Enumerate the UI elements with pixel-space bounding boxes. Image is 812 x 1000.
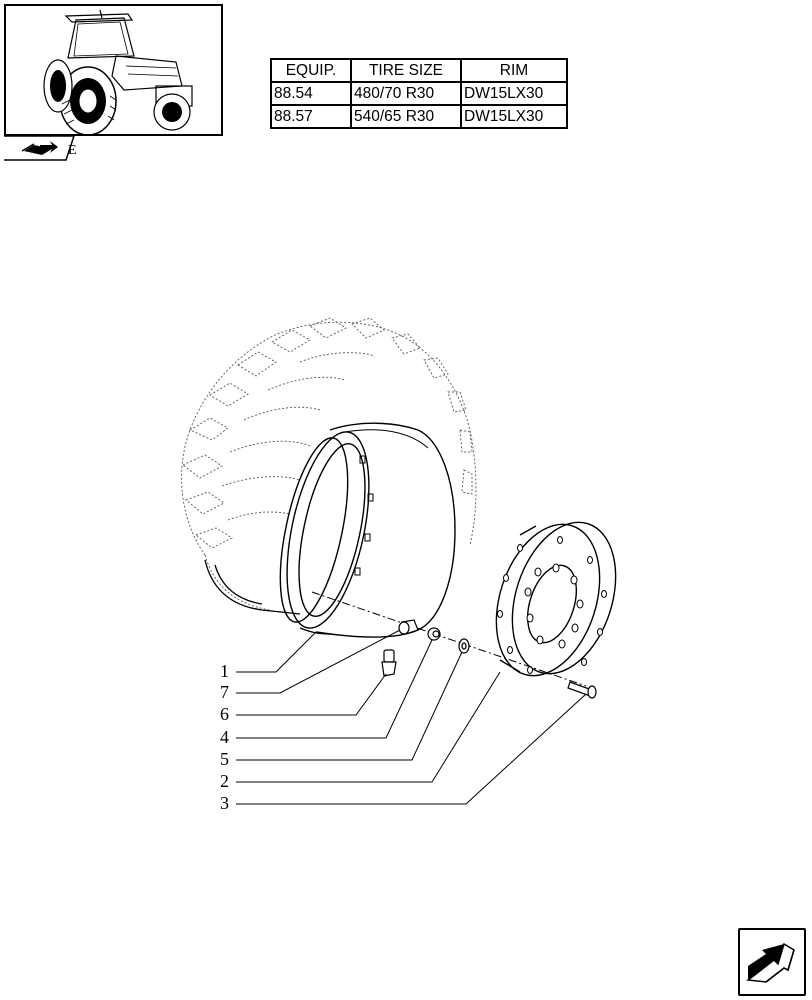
callout-3: 3 <box>220 793 229 813</box>
tire-phantom <box>181 317 477 611</box>
section-tab[interactable]: E <box>4 135 77 161</box>
equipment-spec-table: EQUIP. TIRE SIZE RIM 88.54 480/70 R30 DW… <box>270 58 568 129</box>
header-rim: RIM <box>460 58 568 83</box>
cell-rim: DW15LX30 <box>460 81 568 106</box>
header-equip: EQUIP. <box>270 58 352 83</box>
washer-flat <box>458 638 470 654</box>
bolt <box>567 681 597 699</box>
cell-tire-size: 480/70 R30 <box>350 81 462 106</box>
rim-drum <box>279 422 456 638</box>
callout-2: 2 <box>220 771 229 791</box>
callout-1: 1 <box>220 661 229 681</box>
table-row: 88.54 480/70 R30 DW15LX30 <box>270 81 568 106</box>
callout-6: 6 <box>220 704 229 724</box>
washer-cone <box>427 627 441 641</box>
next-page-arrow-icon[interactable] <box>738 928 806 996</box>
cell-equip: 88.54 <box>270 81 352 106</box>
cell-rim: DW15LX30 <box>460 104 568 129</box>
header-tire-size: TIRE SIZE <box>350 58 462 83</box>
assembly-axis <box>311 591 587 687</box>
callout-7: 7 <box>220 682 229 702</box>
wheel-disc <box>495 521 617 677</box>
cell-equip: 88.57 <box>270 104 352 129</box>
callout-5: 5 <box>220 749 229 769</box>
cell-tire-size: 540/65 R30 <box>350 104 462 129</box>
tractor-thumbnail <box>4 4 223 136</box>
valve <box>381 649 397 677</box>
book-arrow-icon <box>21 141 58 155</box>
table-row: 88.57 540/65 R30 DW15LX30 <box>270 104 568 129</box>
callout-4: 4 <box>220 727 229 747</box>
section-letter: E <box>68 143 77 158</box>
nut <box>398 619 419 635</box>
